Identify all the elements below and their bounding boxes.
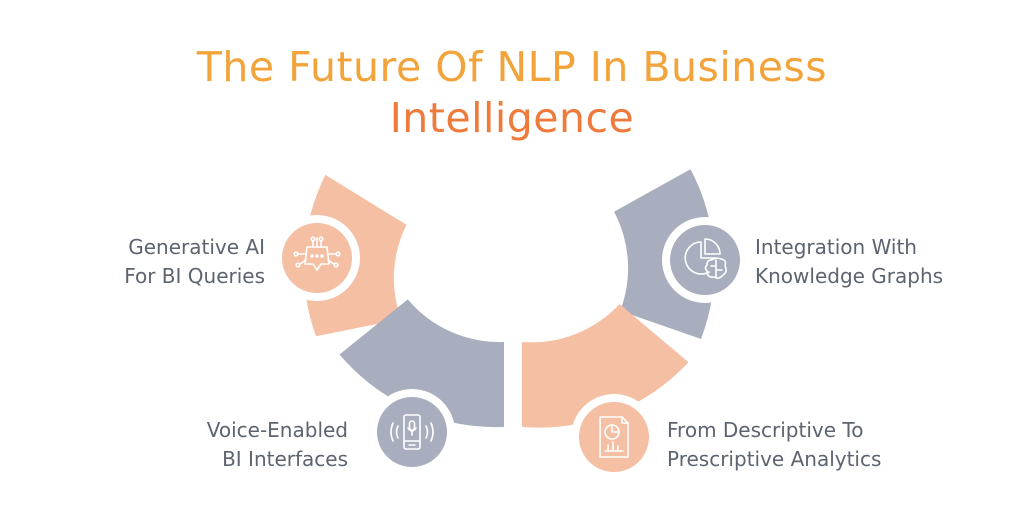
label-line: Knowledge Graphs bbox=[755, 264, 944, 288]
report-document-icon bbox=[599, 416, 629, 458]
segment-bottom-left bbox=[339, 299, 504, 428]
voice-device-icon bbox=[390, 414, 434, 450]
label-line: From Descriptive To bbox=[667, 418, 864, 442]
segment-bottom-right bbox=[522, 304, 689, 428]
badge-prescriptive-analytics bbox=[571, 394, 657, 480]
title-line-1: The Future Of NLP In Business bbox=[196, 43, 828, 91]
label-line: Generative AI bbox=[128, 235, 265, 259]
label-line: Integration With bbox=[755, 235, 917, 259]
label-line: Prescriptive Analytics bbox=[667, 447, 882, 471]
label-line: BI Interfaces bbox=[222, 447, 348, 471]
label-generative-ai: Generative AI For BI Queries bbox=[124, 233, 265, 291]
badge-inner bbox=[282, 223, 352, 293]
title-line-2: Intelligence bbox=[389, 94, 635, 142]
label-voice-enabled: Voice-Enabled BI Interfaces bbox=[207, 416, 348, 474]
label-line: For BI Queries bbox=[124, 264, 265, 288]
badge-voice-enabled bbox=[369, 389, 455, 475]
label-prescriptive-analytics: From Descriptive To Prescriptive Analyti… bbox=[667, 416, 881, 474]
ai-chip-icon bbox=[293, 236, 341, 271]
pie-brain-icon bbox=[684, 238, 727, 279]
badge-generative-ai bbox=[274, 215, 360, 301]
page-title: The Future Of NLP In Business Intelligen… bbox=[0, 42, 1024, 144]
badge-inner bbox=[579, 402, 649, 472]
badge-knowledge-graphs bbox=[662, 217, 748, 303]
label-knowledge-graphs: Integration With Knowledge Graphs bbox=[755, 233, 943, 291]
badge-inner bbox=[670, 225, 740, 295]
label-line: Voice-Enabled bbox=[206, 418, 348, 442]
